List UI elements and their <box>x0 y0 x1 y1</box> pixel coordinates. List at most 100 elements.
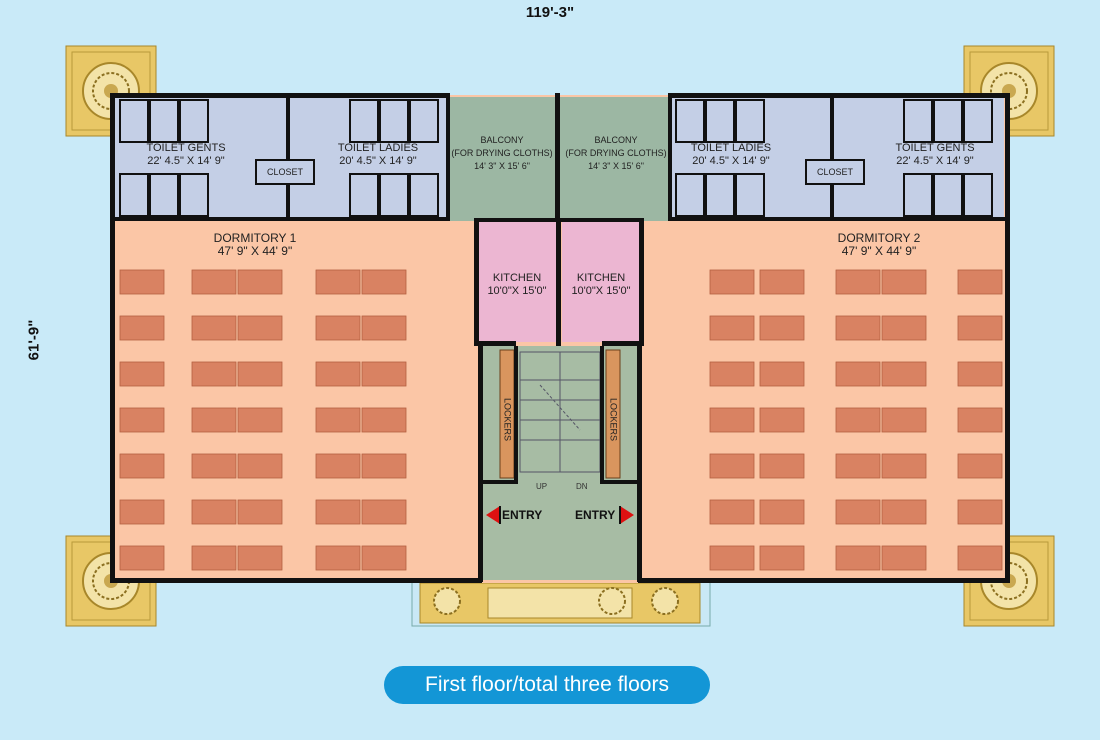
entry-door-right <box>619 506 634 524</box>
bed-dormitory-1 <box>361 407 407 433</box>
toilet-gents-left-label: TOILET GENTS 22' 4.5" X 14' 9" <box>146 142 226 167</box>
bed-dormitory-1 <box>315 315 361 341</box>
bed-dormitory-2 <box>957 407 1003 433</box>
bed-dormitory-1 <box>191 453 237 479</box>
bed-dormitory-1 <box>237 407 283 433</box>
floor-caption: First floor/total three floors <box>384 666 710 704</box>
bed-dormitory-1 <box>237 315 283 341</box>
stall-partitions <box>119 99 993 217</box>
bed-dormitory-1 <box>191 315 237 341</box>
closet-left <box>255 159 315 185</box>
bed-dormitory-2 <box>709 315 755 341</box>
bed-dormitory-1 <box>237 499 283 525</box>
bed-dormitory-1 <box>315 453 361 479</box>
lockers-right <box>605 349 621 479</box>
bed-dormitory-2 <box>709 269 755 295</box>
toilet-gents-right-label: TOILET GENTS 22' 4.5" X 14' 9" <box>895 142 975 167</box>
bed-dormitory-2 <box>759 545 805 571</box>
bed-dormitory-1 <box>361 545 407 571</box>
toilet-ladies-left-label: TOILET LADIES 20' 4.5" X 14' 9" <box>337 142 419 167</box>
closet-right-label: CLOSET <box>816 167 853 177</box>
toilet-ladies-right-label: TOILET LADIES 20' 4.5" X 14' 9" <box>690 142 772 167</box>
bed-dormitory-2 <box>957 545 1003 571</box>
balcony-left-label: BALCONY (FOR DRYING CLOTHS) 14' 3" X 15'… <box>451 135 553 171</box>
closet-left-label: CLOSET <box>266 167 303 177</box>
dormitory-beds <box>119 269 1003 571</box>
bed-dormitory-1 <box>119 453 165 479</box>
bed-dormitory-2 <box>759 453 805 479</box>
bed-dormitory-2 <box>835 269 881 295</box>
bed-dormitory-2 <box>835 315 881 341</box>
bed-dormitory-2 <box>709 407 755 433</box>
bed-dormitory-1 <box>119 545 165 571</box>
dormitory-2-label: DORMITORY 2 47' 9" X 44' 9" <box>837 231 921 258</box>
bed-dormitory-2 <box>881 407 927 433</box>
bed-dormitory-1 <box>237 361 283 387</box>
bed-dormitory-2 <box>957 499 1003 525</box>
bed-dormitory-2 <box>835 453 881 479</box>
bed-dormitory-1 <box>119 315 165 341</box>
bed-dormitory-1 <box>191 545 237 571</box>
bed-dormitory-2 <box>759 361 805 387</box>
bed-dormitory-1 <box>361 269 407 295</box>
bed-dormitory-2 <box>881 453 927 479</box>
bed-dormitory-1 <box>361 453 407 479</box>
stairs-down-label: DN <box>576 482 588 491</box>
bed-dormitory-2 <box>957 361 1003 387</box>
width-dimension: 119'-3" <box>525 4 575 21</box>
bed-dormitory-1 <box>119 407 165 433</box>
bed-dormitory-1 <box>119 269 165 295</box>
bed-dormitory-2 <box>957 269 1003 295</box>
bed-dormitory-2 <box>759 499 805 525</box>
bed-dormitory-2 <box>881 269 927 295</box>
bed-dormitory-1 <box>315 499 361 525</box>
bed-dormitory-1 <box>361 315 407 341</box>
kitchen-left-label: KITCHEN 10'0"X 15'0" <box>487 272 547 297</box>
bed-dormitory-2 <box>881 499 927 525</box>
bed-dormitory-2 <box>835 407 881 433</box>
bed-dormitory-2 <box>835 545 881 571</box>
bed-dormitory-1 <box>191 407 237 433</box>
bed-dormitory-2 <box>709 545 755 571</box>
bed-dormitory-1 <box>119 361 165 387</box>
bed-dormitory-1 <box>315 407 361 433</box>
closet-right <box>805 159 865 185</box>
bed-dormitory-1 <box>361 499 407 525</box>
bed-dormitory-1 <box>119 499 165 525</box>
bed-dormitory-2 <box>709 453 755 479</box>
dormitory-1-label: DORMITORY 1 47' 9" X 44' 9" <box>213 231 297 258</box>
stairs-up-label: UP <box>536 482 548 491</box>
bed-dormitory-1 <box>237 545 283 571</box>
bed-dormitory-2 <box>759 269 805 295</box>
bed-dormitory-2 <box>957 315 1003 341</box>
balcony-left-area <box>448 97 558 221</box>
lockers-left-label: LOCKERS <box>502 398 513 442</box>
bed-dormitory-2 <box>709 361 755 387</box>
entry-right-label: ENTRY <box>575 508 616 522</box>
lockers-right-label: LOCKERS <box>608 398 619 442</box>
kitchen-right-area <box>562 222 640 342</box>
staircase <box>519 351 601 473</box>
entrance-porch <box>411 579 711 627</box>
bed-dormitory-1 <box>191 361 237 387</box>
entry-left-label: ENTRY <box>502 508 543 522</box>
bed-dormitory-1 <box>191 269 237 295</box>
bed-dormitory-1 <box>361 361 407 387</box>
entry-door-left <box>486 506 501 524</box>
bed-dormitory-2 <box>881 315 927 341</box>
kitchen-right-label: KITCHEN 10'0"X 15'0" <box>571 272 631 297</box>
bed-dormitory-1 <box>315 269 361 295</box>
bed-dormitory-2 <box>835 361 881 387</box>
bed-dormitory-1 <box>315 361 361 387</box>
bed-dormitory-1 <box>315 545 361 571</box>
balcony-right-area <box>560 97 670 221</box>
bed-dormitory-2 <box>759 315 805 341</box>
bed-dormitory-2 <box>759 407 805 433</box>
bed-dormitory-2 <box>881 361 927 387</box>
walls <box>110 93 1010 583</box>
toilet-ladies-right-area <box>670 97 830 221</box>
kitchen-left-area <box>478 222 556 342</box>
bed-dormitory-2 <box>881 545 927 571</box>
bed-dormitory-2 <box>709 499 755 525</box>
